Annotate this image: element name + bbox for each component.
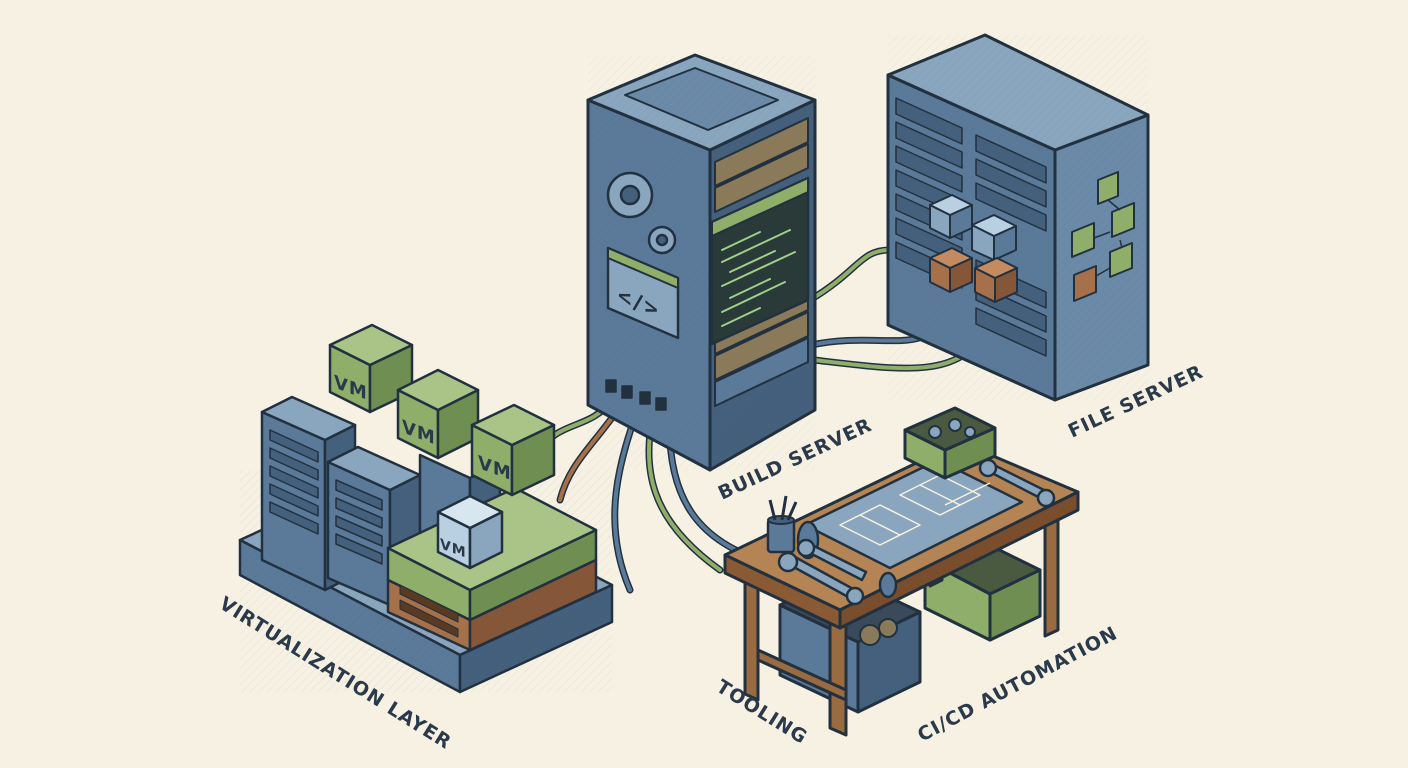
data-block-1 [929,194,973,239]
vm-cube-4: VM [436,494,504,570]
folder-icon [1111,202,1135,238]
build-server: </> [586,53,817,472]
network-ports [605,379,667,411]
terminal-screen [710,176,810,346]
workbench [723,406,1080,737]
code-window-icon: </> [606,246,680,340]
gear-icon [606,171,677,255]
file-server [886,33,1150,402]
pencil-cup [766,495,798,554]
vm-cube-2: VM [396,368,480,460]
label-tooling: TOOLING [712,676,811,749]
tool-tray [903,406,997,480]
virtualization-cluster: VM VM VM VM [238,323,614,694]
folder-icon [1097,171,1119,205]
vm-cube-3: VM [470,403,556,497]
data-block-3 [929,247,973,293]
bench-side [838,490,1080,630]
data-block-4 [974,257,1018,303]
label-cicd-automation: CI/CD AUTOMATION [914,622,1121,746]
folder-icon [1071,222,1095,258]
folder-icon [1073,265,1097,302]
data-block-2 [971,214,1017,261]
folder-icons [1071,171,1135,302]
